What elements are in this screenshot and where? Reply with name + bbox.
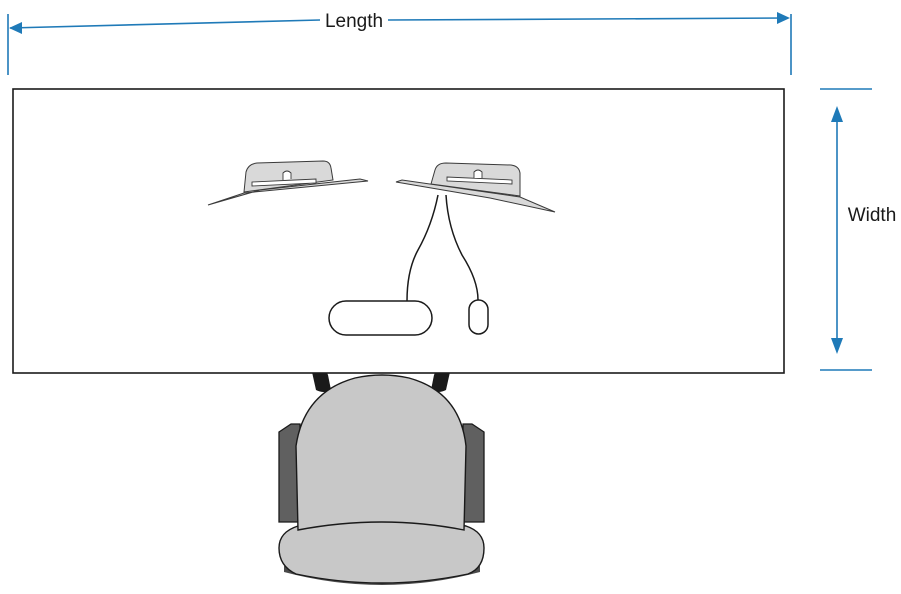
length-arrowhead-left [9,22,22,34]
left-monitor [207,160,369,206]
right-monitor [395,162,556,213]
right-monitor-screen [395,179,556,213]
length-line-right [387,17,789,21]
width-label: Width [848,205,897,226]
keyboard-cable [406,194,439,302]
left-monitor-foot [251,178,317,187]
width-arrowhead-top [831,106,843,122]
chair-seat [295,374,467,531]
office-chair [278,367,485,585]
width-dimension: Width [820,88,897,371]
length-label: Length [325,11,383,32]
right-monitor-foot [446,176,513,185]
keyboard [328,300,433,336]
mouse [468,299,489,335]
right-monitor-connector [473,169,483,178]
length-line-left [9,19,321,29]
left-monitor-connector [282,170,292,180]
width-arrowhead-bottom [831,338,843,354]
length-dimension: Length [7,11,792,75]
chair-armrest-right [462,423,485,523]
left-monitor-screen [207,178,369,206]
mouse-cable [445,194,479,301]
length-arrowhead-right [777,12,790,24]
